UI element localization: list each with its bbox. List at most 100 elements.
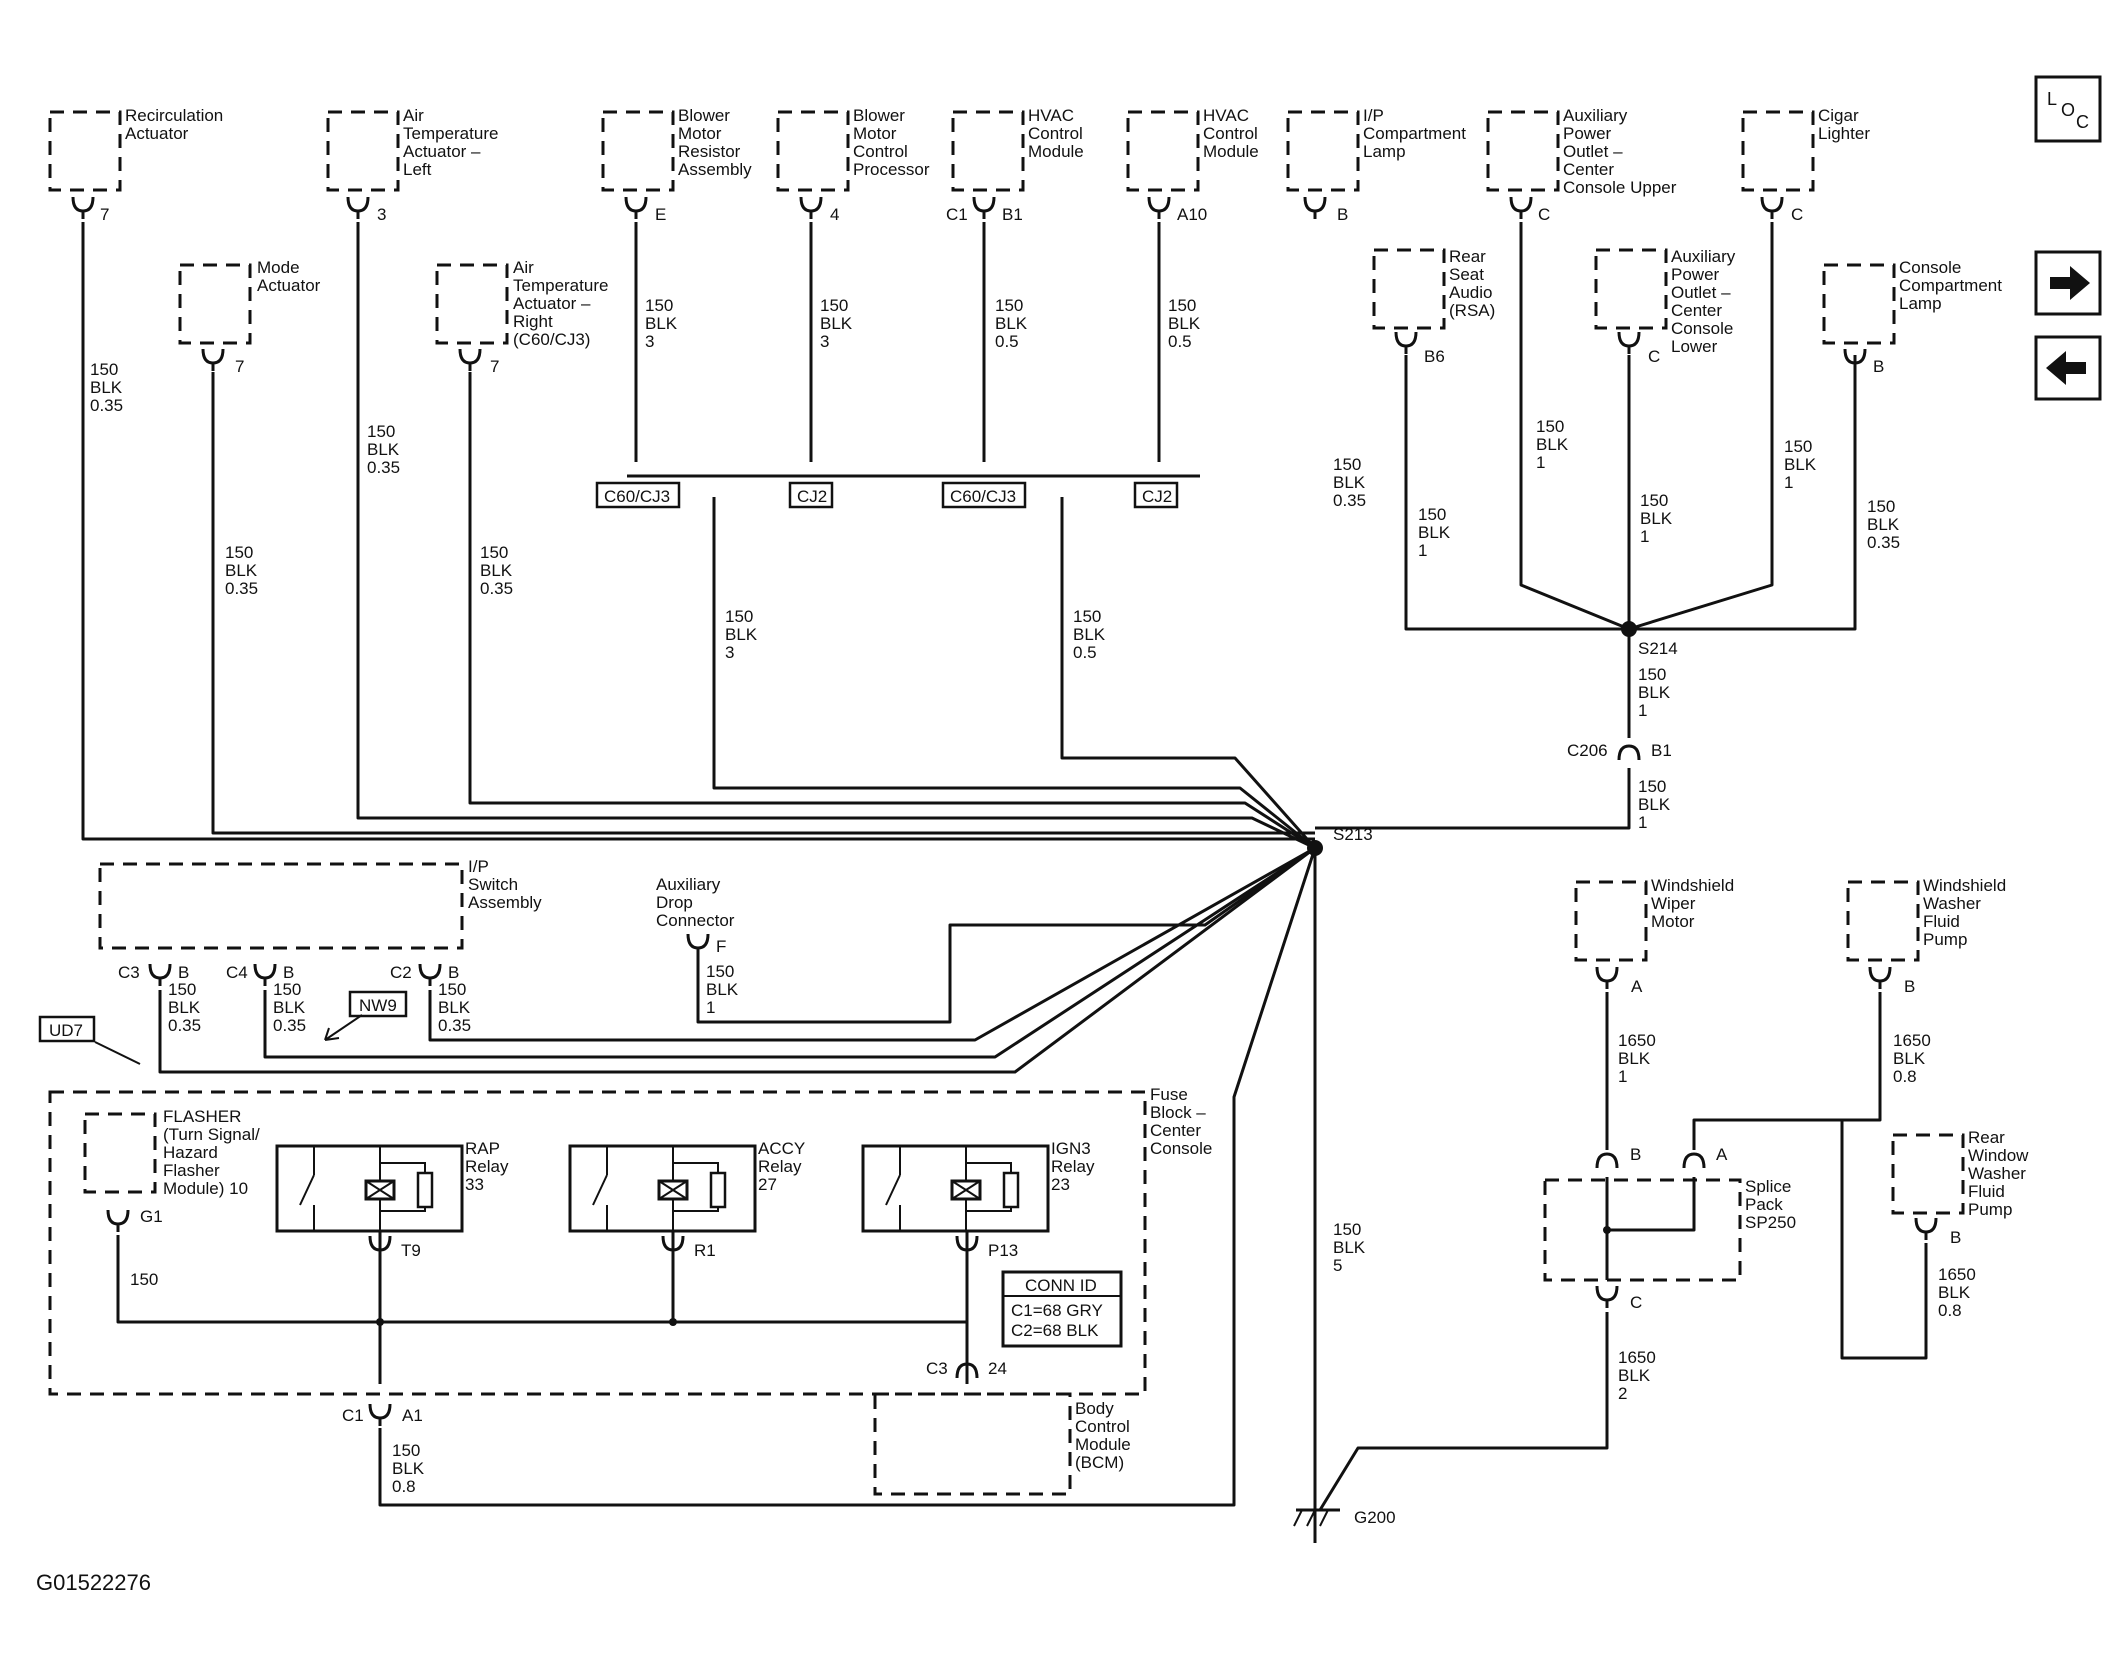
label-s213: S213 <box>1333 825 1373 844</box>
pin-c3: C3 <box>926 1359 948 1378</box>
pin-air-right: 7 <box>490 357 499 376</box>
pin-air-left: 3 <box>377 205 386 224</box>
pin-cigar: C <box>1791 205 1803 224</box>
pin-hvac1-conn: C1 <box>946 205 968 224</box>
ign3-coil-icon <box>950 1146 1020 1231</box>
component-boxes <box>48 110 1965 1496</box>
pin-ign3: P13 <box>988 1241 1018 1260</box>
connector-pin-icon <box>799 196 823 219</box>
pin-sw-c3: C3 <box>118 963 140 982</box>
connector-pin-icon <box>1303 196 1327 219</box>
pin-rsa: B6 <box>1424 347 1445 366</box>
tag-nw9: NW9 <box>359 996 397 1015</box>
pin-hvac1: B1 <box>1002 205 1023 224</box>
connector-pin-icon <box>368 1235 392 1258</box>
connector-pin-icon <box>686 933 710 956</box>
option-tags <box>38 481 1179 1065</box>
pin-rear-washer: B <box>1950 1228 1961 1247</box>
arrow-right-icon <box>2050 266 2090 300</box>
connector-pin-icon <box>1868 966 1892 989</box>
connector-pin-icon <box>1595 1285 1619 1308</box>
connector-socket-icon <box>955 1362 979 1379</box>
pin-sw-c2: C2 <box>390 963 412 982</box>
connector-pin-icon <box>71 196 95 219</box>
pin-accy: R1 <box>694 1241 716 1260</box>
pin-ip-lamp: B <box>1337 205 1348 224</box>
arrow-left-icon <box>2046 351 2086 385</box>
location-button[interactable]: L O C <box>2034 75 2102 143</box>
previous-page-button[interactable] <box>2034 335 2102 401</box>
pin-aux-upper: C <box>1538 205 1550 224</box>
connector-pin-icon <box>661 1235 685 1258</box>
connector-pin-icon <box>1595 966 1619 989</box>
connector-pin-icon <box>1147 196 1171 219</box>
pin-wiper: A <box>1631 977 1643 996</box>
pin-recirc: 7 <box>100 205 109 224</box>
pin-sw-c4: C4 <box>226 963 248 982</box>
connector-pin-icon <box>972 196 996 219</box>
connector-pin-icon <box>1394 331 1418 354</box>
pin-sp-a: A <box>1716 1145 1728 1164</box>
pin-flasher: G1 <box>140 1207 163 1226</box>
pin-sp-c: C <box>1630 1293 1642 1312</box>
splice-s214 <box>1621 621 1637 637</box>
pin-mode: 7 <box>235 357 244 376</box>
connector-pin-icon <box>1843 348 1867 371</box>
conn-id-c2: C2=68 BLK <box>1011 1321 1099 1340</box>
pin-c206: C206 <box>1567 741 1608 760</box>
next-page-button[interactable] <box>2034 250 2102 316</box>
relay-symbols <box>275 1144 1050 1233</box>
connector-pin-icon <box>106 1209 130 1232</box>
connector-pin-icon <box>201 348 225 371</box>
connector-pin-icon <box>955 1235 979 1258</box>
pin-hvac2: A10 <box>1177 205 1207 224</box>
connector-pin-icon <box>624 196 648 219</box>
connector-pin-icon <box>253 963 277 986</box>
pin-c3-24: 24 <box>988 1359 1007 1378</box>
pin-sw-b3: B <box>448 963 459 982</box>
conn-id-table <box>1001 1270 1123 1348</box>
loc-icon-o: O <box>2061 100 2075 120</box>
pin-blower-res: E <box>655 205 666 224</box>
junction-dot <box>669 1318 677 1326</box>
connector-socket-icon <box>1595 1152 1619 1169</box>
pin-c206-b1: B1 <box>1651 741 1672 760</box>
splice-s213 <box>1307 840 1323 856</box>
